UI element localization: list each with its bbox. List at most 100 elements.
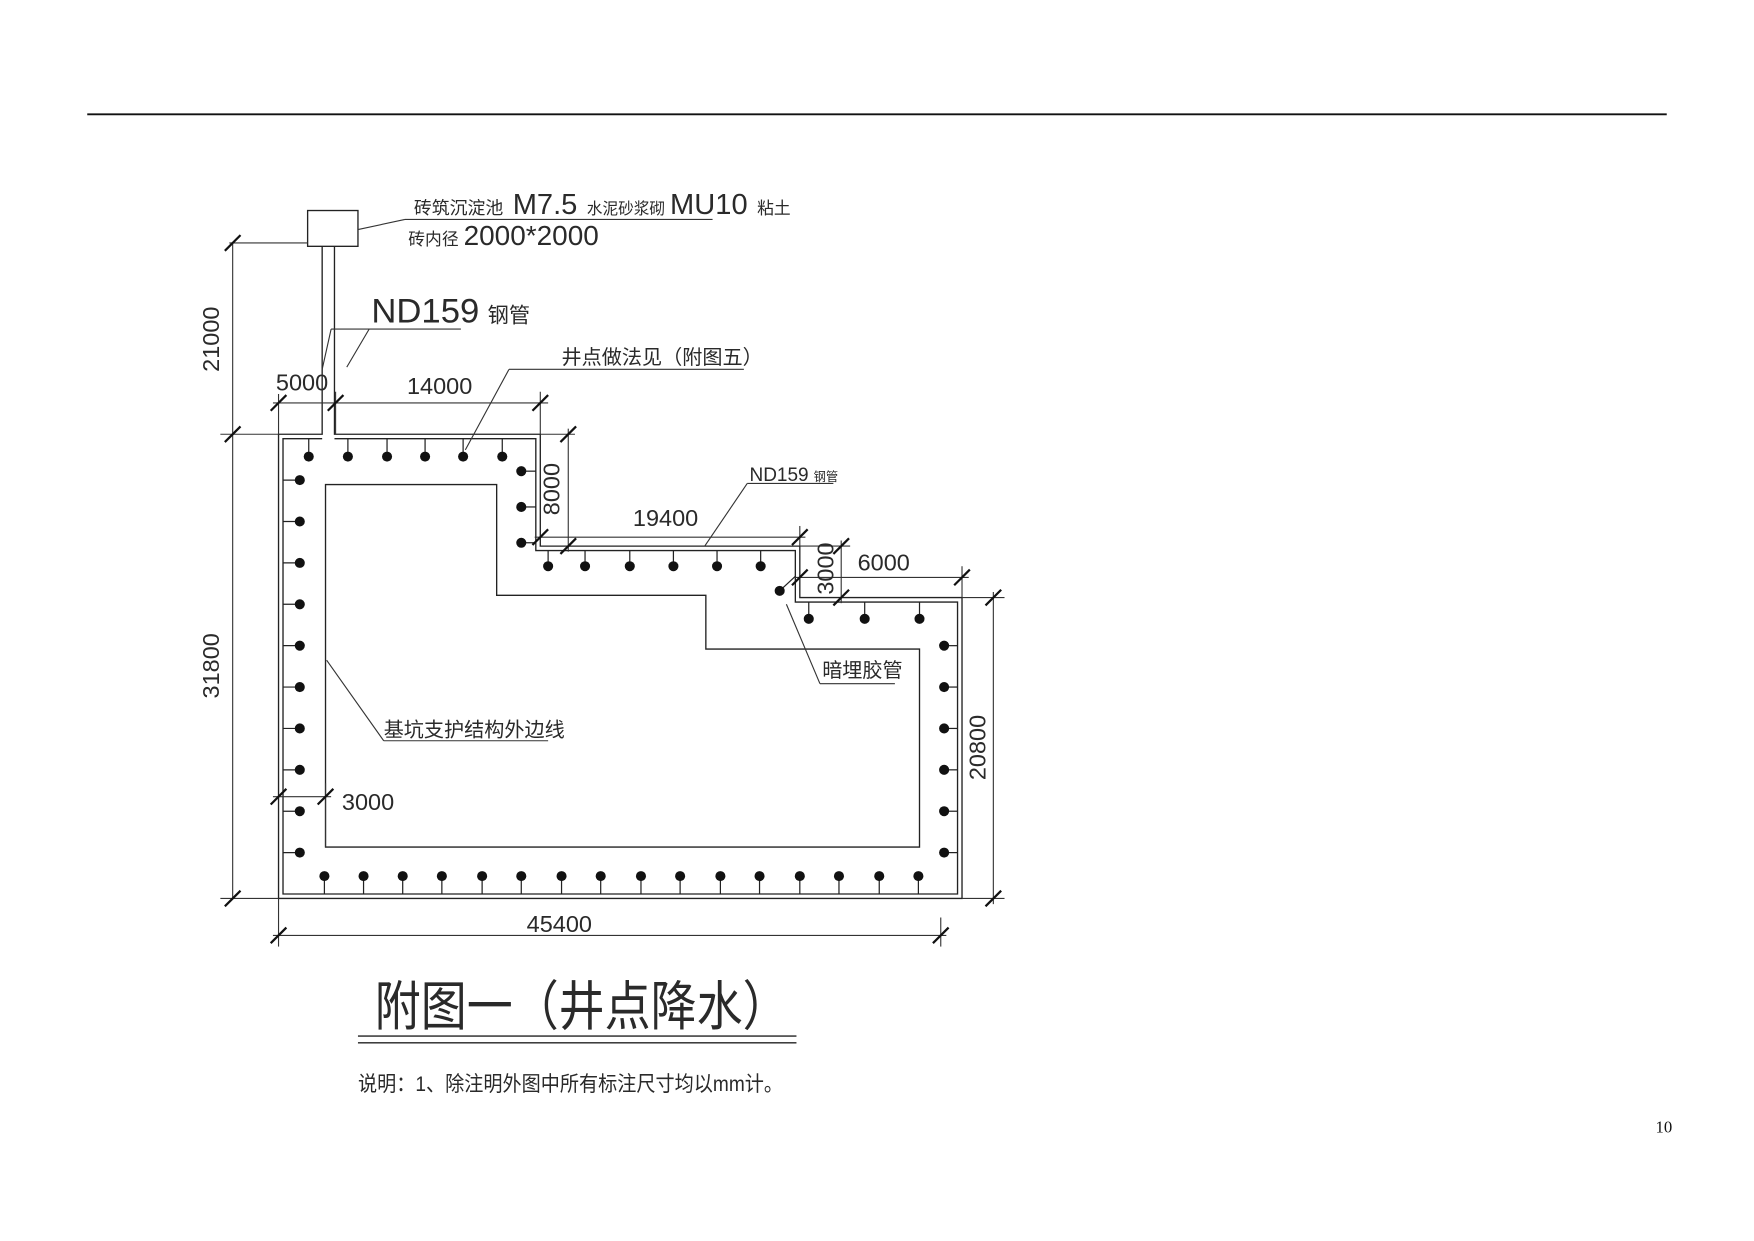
well-point	[675, 871, 686, 882]
dimension-tick	[531, 394, 549, 412]
well-point	[303, 451, 314, 462]
well-point	[913, 871, 924, 882]
well-point	[712, 561, 723, 572]
wellpoint-note: 井点做法见（附图五）	[562, 346, 763, 369]
pipe-label-leader	[321, 328, 332, 370]
pipe-label-size: ND159	[749, 465, 808, 486]
tank-label-part: M7.5	[513, 189, 578, 221]
well-point	[939, 682, 950, 693]
well-point	[939, 723, 950, 734]
dimension-tick	[953, 568, 971, 587]
dimension-tick	[326, 394, 345, 412]
tank-label-part: 粘土	[757, 199, 791, 218]
well-point	[833, 871, 845, 882]
dimension-tick	[559, 425, 577, 443]
dimension-tick	[832, 588, 850, 607]
well-point	[715, 871, 726, 882]
dimension-tick	[984, 889, 1002, 908]
well-point	[556, 871, 567, 882]
dimension-tick	[984, 588, 1002, 607]
well-point	[774, 585, 785, 596]
well-point	[543, 561, 554, 572]
dim-step2-height: 3000	[812, 542, 838, 594]
dimension-tick	[531, 528, 549, 546]
dim-left-height: 31800	[198, 633, 224, 698]
pipe-label-main: ND159 钢管	[371, 292, 530, 330]
pipe-label-small-leader	[704, 483, 748, 547]
well-point	[294, 806, 305, 817]
dimension-lines	[220, 242, 1005, 947]
dimension-tick	[224, 425, 242, 443]
well-point	[382, 451, 393, 462]
pit-outline-label: 基坑支护结构外边线	[384, 718, 565, 741]
pipe-label-unit: 钢管	[488, 303, 531, 327]
well-point	[420, 451, 431, 462]
well-point	[668, 561, 679, 572]
pipe-label-small: ND159 钢管	[749, 465, 838, 486]
dimension-tick	[316, 788, 335, 806]
well-point	[294, 640, 305, 651]
pit-support-outline	[324, 483, 921, 848]
dimension-tick	[832, 537, 850, 555]
dimension-ticks	[224, 234, 1002, 945]
wellpoint-note-leader	[464, 369, 510, 451]
well-point	[516, 537, 527, 548]
pipe-label-size: ND159	[371, 292, 479, 330]
well-point	[635, 871, 647, 882]
dimension-tick	[791, 528, 809, 546]
well-point	[914, 613, 925, 624]
steel-pipe-inner-line	[282, 438, 959, 895]
dimension-tick	[269, 394, 288, 412]
well-point	[624, 561, 635, 572]
tank-label-leader	[357, 218, 406, 231]
dimension-tick	[932, 926, 950, 945]
well-point	[939, 640, 950, 651]
dimension-tick	[269, 788, 288, 806]
well-point	[939, 764, 950, 775]
well-point	[294, 516, 305, 527]
pipe-label-unit: 钢管	[814, 469, 839, 484]
well-point	[319, 871, 330, 882]
dim-inner-offset: 3000	[342, 789, 394, 815]
dim-step1-height: 8000	[538, 463, 564, 515]
well-point	[436, 871, 447, 882]
tank-label-part: 砖筑沉淀池	[414, 198, 503, 218]
well-point	[477, 871, 488, 882]
page-number: 10	[1656, 1117, 1673, 1136]
dimension-tick	[269, 926, 288, 945]
well-point	[939, 847, 950, 858]
well-point	[342, 451, 353, 462]
well-point	[754, 871, 765, 882]
dimension-tick	[559, 537, 577, 555]
well-point	[939, 806, 950, 817]
well-points	[283, 438, 958, 895]
dim-top-width: 14000	[407, 373, 472, 399]
well-point	[580, 561, 591, 572]
well-point	[294, 599, 305, 610]
tank-label-part: 2000*2000	[464, 220, 599, 251]
tank-label-part: 水泥砂浆砌	[587, 200, 665, 218]
well-point	[874, 871, 885, 882]
dim-step2-width: 19400	[633, 505, 698, 531]
dim-right-height: 20800	[965, 715, 991, 780]
well-point	[294, 723, 305, 734]
well-point	[755, 561, 766, 572]
dewatering-plan: 砖筑沉淀池 M7.5 水泥砂浆砌 MU10 粘土 砖内径 2000*2000	[198, 189, 1005, 947]
dimension-tick	[224, 234, 242, 252]
well-point	[595, 871, 606, 882]
well-point	[859, 613, 870, 624]
well-point	[294, 682, 305, 693]
well-point	[294, 847, 305, 858]
well-point	[516, 501, 527, 512]
dimension-tick	[791, 568, 809, 587]
hose-label: 暗埋胶管	[822, 659, 903, 682]
drawing-note: 说明：1、除注明外图中所有标注尺寸均以mm计。	[358, 1072, 783, 1096]
tank-label-line1: 砖筑沉淀池 M7.5 水泥砂浆砌 MU10 粘土	[414, 189, 791, 221]
settling-tank	[306, 209, 359, 247]
well-point	[294, 557, 305, 568]
well-point	[803, 613, 814, 624]
steel-pipe-outer-line	[277, 246, 963, 900]
well-point	[516, 871, 527, 882]
dim-total-width: 45400	[527, 911, 592, 937]
